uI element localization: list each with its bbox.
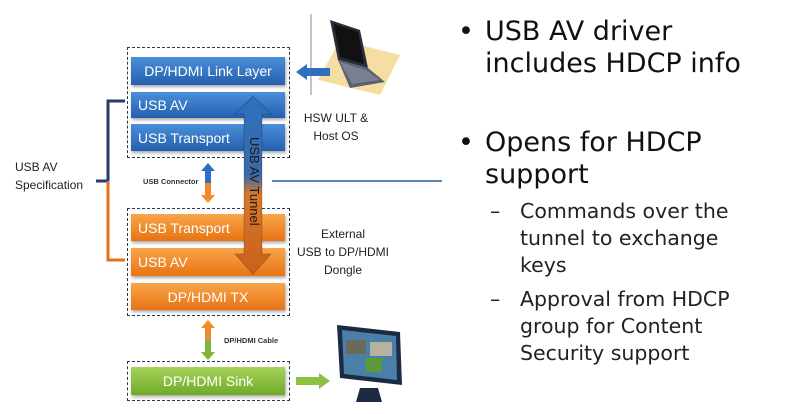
bullet-line: includes HDCP info bbox=[485, 48, 741, 79]
bullet-dot: • bbox=[458, 16, 474, 47]
cable-label: DP/HDMI Cable bbox=[224, 336, 279, 345]
dp-hdmi-cable-arrow bbox=[201, 320, 215, 360]
host-link-layer-block: DP/HDMI Link Layer bbox=[131, 57, 285, 85]
host-input-arrow bbox=[296, 64, 330, 80]
dongle-stack-group bbox=[127, 208, 290, 316]
bullet-line: USB AV driver bbox=[485, 16, 673, 47]
usb-connector-label: USB Connector bbox=[143, 177, 199, 186]
host-label-line: Host OS bbox=[313, 129, 359, 143]
spec-label-line: Specification bbox=[15, 178, 84, 192]
sub-bullet-line: tunnel to exchange bbox=[520, 226, 719, 250]
sub-bullet-line: Approval from HDCP bbox=[520, 287, 730, 311]
dongle-label: External USB to DP/HDMI Dongle bbox=[293, 225, 393, 279]
usb-av-tunnel-arrow bbox=[233, 95, 273, 275]
sink-group bbox=[127, 361, 290, 401]
dongle-label-line: External bbox=[320, 227, 366, 241]
laptop-icon bbox=[310, 14, 400, 95]
usb-connector-arrow bbox=[201, 163, 215, 203]
sub-bullet-line: keys bbox=[520, 253, 567, 277]
dongle-tx-block: DP/HDMI TX bbox=[131, 283, 285, 310]
sub-bullet-line: Security support bbox=[520, 341, 690, 365]
host-stack-group bbox=[127, 47, 290, 158]
dongle-label-line: Dongle bbox=[323, 263, 363, 277]
sub-bullet-line: Commands over the bbox=[520, 199, 729, 223]
spec-label-line: USB AV bbox=[15, 160, 58, 174]
spec-label: USB AV Specification bbox=[15, 158, 83, 194]
sink-output-arrow bbox=[296, 373, 330, 389]
dongle-label-line: USB to DP/HDMI bbox=[296, 245, 389, 259]
bullet-dot: • bbox=[458, 127, 474, 158]
tunnel-label: USB AV Tunnel bbox=[247, 136, 262, 226]
sink-block: DP/HDMI Sink bbox=[131, 367, 285, 395]
monitor-icon bbox=[337, 325, 402, 402]
host-label-line: HSW ULT & bbox=[303, 111, 369, 125]
sub-bullet-line: group for Content bbox=[520, 314, 703, 338]
dash-marker: – bbox=[490, 287, 501, 311]
host-label: HSW ULT & Host OS bbox=[296, 109, 376, 145]
bullet-line: support bbox=[485, 159, 589, 190]
dash-marker: – bbox=[490, 199, 501, 223]
spec-bracket bbox=[96, 99, 125, 262]
bullet-line: Opens for HDCP bbox=[485, 127, 702, 158]
